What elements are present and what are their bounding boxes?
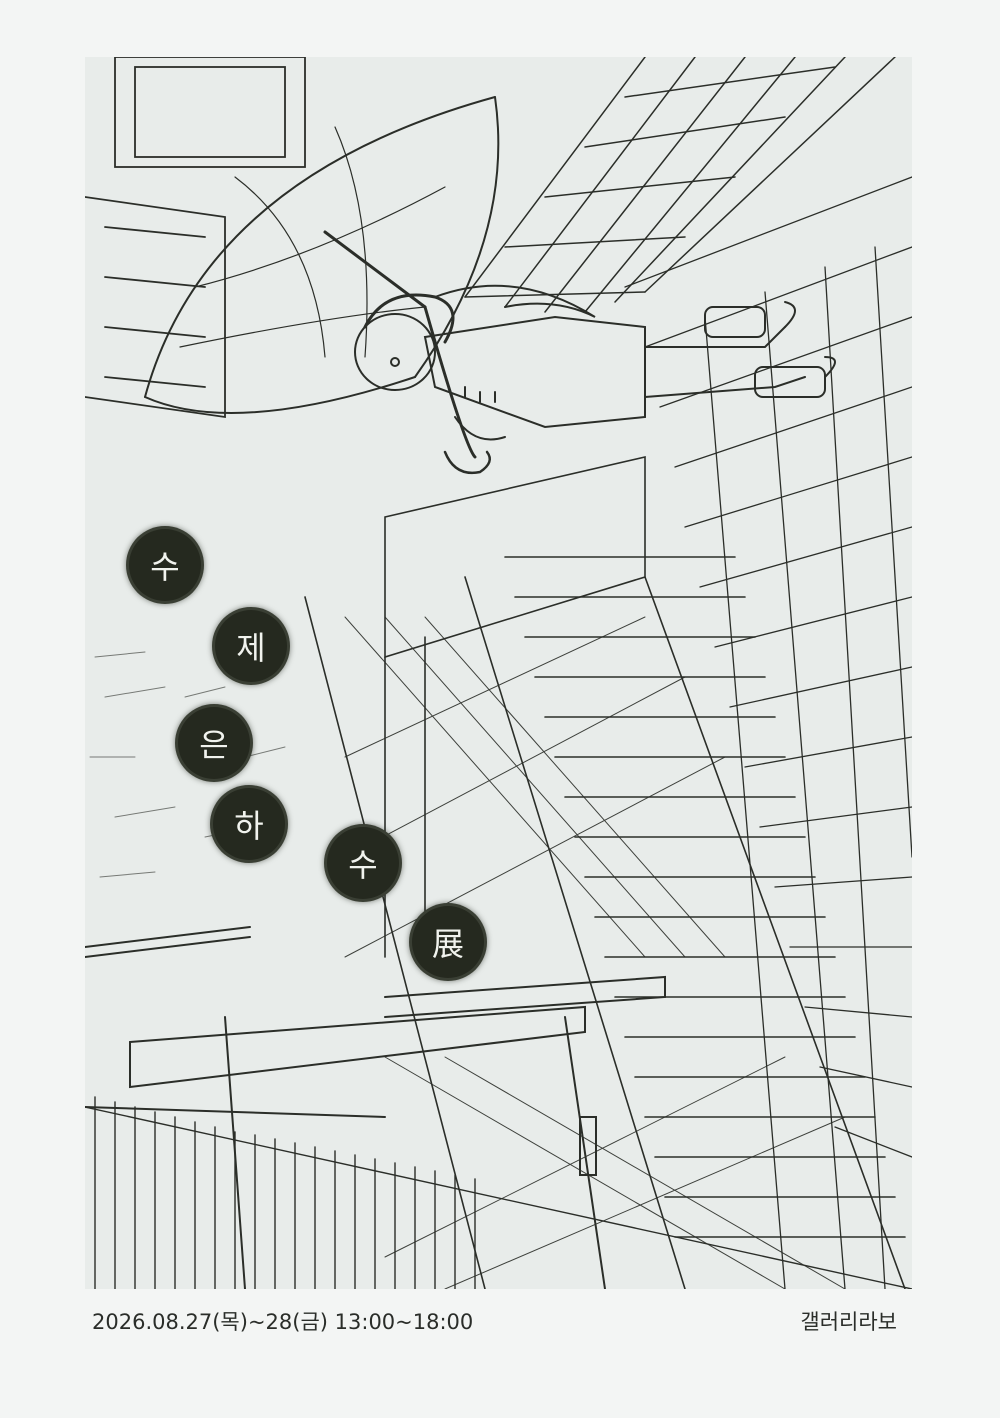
girl-figure [354, 284, 836, 441]
poster-artwork: 수 제 은 하 수 展 [85, 57, 912, 1289]
ceiling-planks [464, 57, 896, 313]
picket-fence [85, 1096, 912, 1289]
title-char-3: 은 [178, 707, 250, 779]
window-frame [85, 57, 306, 419]
title-char-4: 하 [213, 788, 285, 860]
staircase [304, 455, 906, 1289]
title-char-2: 제 [215, 610, 287, 682]
venue-name: 갤러리라보 [800, 1310, 897, 1334]
title-char-6: 展 [412, 906, 484, 978]
illustration-canvas [85, 57, 912, 1289]
poster-footer: 2026.08.27(목)~28(금) 13:00~18:00 갤러리라보 [0, 1306, 1000, 1346]
title-char-5: 수 [327, 827, 399, 899]
event-date: 2026.08.27(목)~28(금) 13:00~18:00 [92, 1310, 474, 1334]
water-texture [89, 651, 286, 878]
net-fence [344, 616, 846, 1289]
umbrella-drawing [144, 96, 500, 475]
title-char-1: 수 [129, 529, 201, 601]
tiled-wall [624, 176, 912, 1289]
